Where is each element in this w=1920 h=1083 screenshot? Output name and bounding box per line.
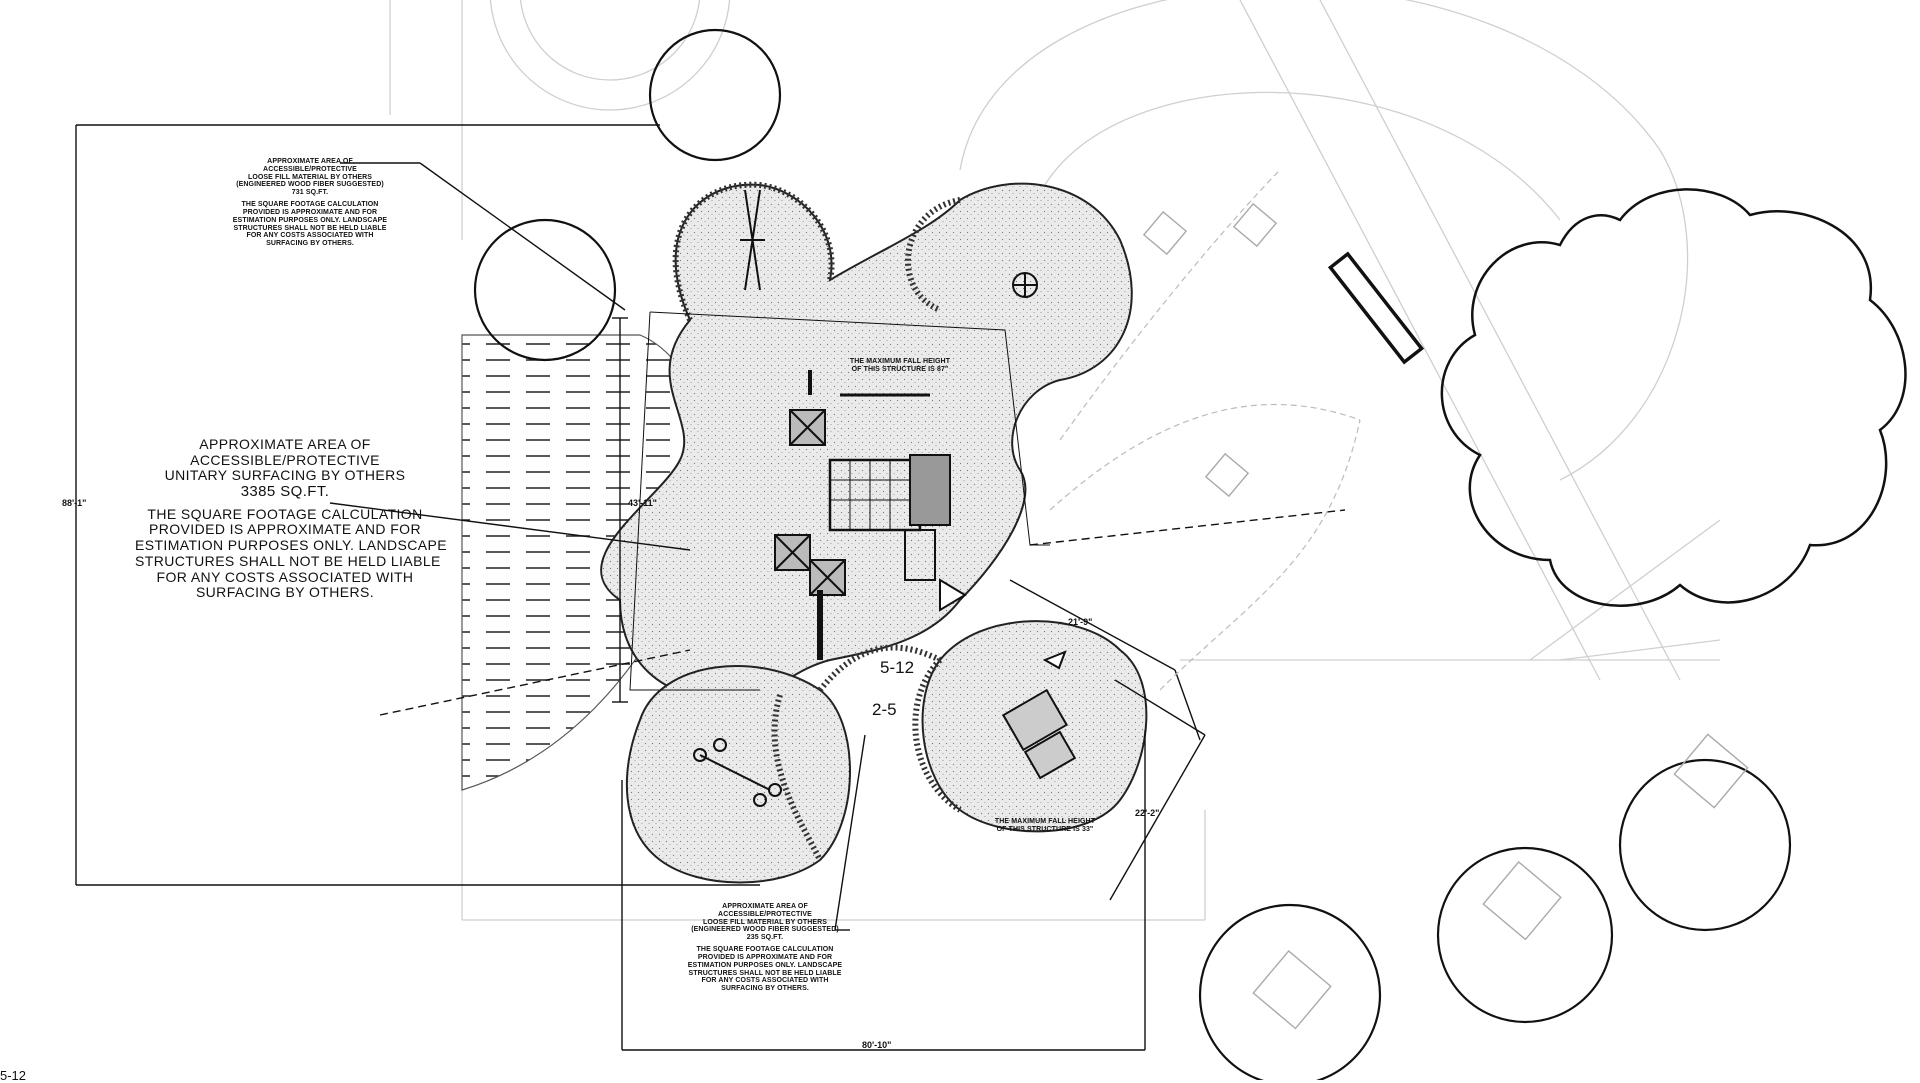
note-line: OF THIS STRUCTURE IS 87" (851, 365, 949, 373)
disclaimer-line: THE SQUARE FOOTAGE CALCULATION (241, 201, 379, 209)
disclaimer-line: ESTIMATION PURPOSES ONLY. LANDSCAPE (135, 537, 447, 554)
swing-set (740, 189, 1038, 298)
note-line: THE MAXIMUM FALL HEIGHT (849, 358, 951, 365)
note-line: ACCESSIBLE/PROTECTIVE (190, 451, 380, 468)
note-line: APPROXIMATE AREA OF (267, 158, 353, 165)
path-arcs (1049, 169, 1361, 691)
disclaimer-line: PROVIDED IS APPROXIMATE AND FOR (149, 521, 421, 538)
disclaimer-line: FOR ANY COSTS ASSOCIATED WITH (156, 568, 414, 585)
area-value: 731 SQ.FT. (291, 189, 329, 197)
disclaimer-line: THE SQUARE FOOTAGE CALCULATION (696, 946, 834, 954)
tree-squares (1142, 202, 1749, 1030)
tree-circles (473, 28, 1792, 1080)
disclaimer-line: ESTIMATION PURPOSES ONLY. LANDSCAPE (687, 961, 843, 969)
note-line: UNITARY SURFACING BY OTHERS (164, 467, 406, 484)
unitary-surfacing-note: APPROXIMATE AREA OF ACCESSIBLE/PROTECTIV… (135, 436, 447, 601)
dimension-lines (75, 124, 1346, 1051)
background-site-lines (389, 0, 1721, 921)
bench (1327, 251, 1425, 365)
fall-height-note-main: THE MAXIMUM FALL HEIGHT OF THIS STRUCTUR… (825, 358, 975, 374)
area-value: 235 SQ.FT. (746, 934, 784, 942)
age-zone-label-5-12: 5-12 (880, 658, 915, 677)
note-line: ACCESSIBLE/PROTECTIVE (263, 165, 357, 173)
spring-rider (693, 738, 782, 807)
safety-surfacing-zones (600, 182, 1148, 884)
dimension-overall-width: 80'-10" (862, 1040, 892, 1050)
loose-fill-note-top: APPROXIMATE AREA OF ACCESSIBLE/PROTECTIV… (205, 158, 415, 248)
note-line: LOOSE FILL MATERIAL BY OTHERS (702, 918, 828, 926)
disclaimer-line: STRUCTURES SHALL NOT BE HELD LIABLE (688, 969, 842, 977)
footer-label: 5-12 (0, 1068, 27, 1083)
age-zone-label-2-5: 2-5 (872, 700, 897, 719)
disclaimer-line: FOR ANY COSTS ASSOCIATED WITH (246, 232, 374, 240)
dimension-small-width: 21'-9" (1068, 617, 1093, 627)
play-structure-main (774, 370, 967, 660)
fall-height-note-small: THE MAXIMUM FALL HEIGHT OF THIS STRUCTUR… (970, 818, 1120, 834)
note-line: LOOSE FILL MATERIAL BY OTHERS (247, 173, 373, 181)
disclaimer-line: SURFACING BY OTHERS. (195, 584, 375, 601)
note-line: THE MAXIMUM FALL HEIGHT (994, 818, 1096, 825)
disclaimer-line: FOR ANY COSTS ASSOCIATED WITH (701, 977, 829, 985)
note-line: ACCESSIBLE/PROTECTIVE (718, 910, 812, 918)
note-line: (ENGINEERED WOOD FIBER SUGGESTED) (691, 926, 839, 934)
disclaimer-line: STRUCTURES SHALL NOT BE HELD LIABLE (233, 224, 387, 232)
note-line: APPROXIMATE AREA OF (199, 436, 371, 452)
note-line: (ENGINEERED WOOD FIBER SUGGESTED) (236, 181, 384, 189)
dimension-inner-height: 43'-11" (628, 498, 657, 508)
play-structure-small (1001, 650, 1077, 780)
planting-bed (1440, 188, 1907, 607)
disclaimer-line: STRUCTURES SHALL NOT BE HELD LIABLE (135, 552, 441, 569)
disclaimer-line: SURFACING BY OTHERS. (266, 240, 354, 248)
disclaimer-line: PROVIDED IS APPROXIMATE AND FOR (242, 208, 378, 216)
zone-borders (672, 181, 962, 862)
dimension-small-height: 22'-2" (1135, 808, 1160, 818)
note-line: OF THIS STRUCTURE IS 33" (996, 825, 1094, 833)
area-value: 3385 SQ.FT. (240, 483, 330, 501)
disclaimer-line: THE SQUARE FOOTAGE CALCULATION (147, 505, 423, 522)
disclaimer-line: SURFACING BY OTHERS. (721, 985, 809, 993)
loose-fill-note-bottom: APPROXIMATE AREA OF ACCESSIBLE/PROTECTIV… (660, 903, 870, 993)
disclaimer-line: ESTIMATION PURPOSES ONLY. LANDSCAPE (232, 216, 388, 224)
note-line: APPROXIMATE AREA OF (722, 903, 808, 910)
dimension-overall-height: 88'-1" (62, 498, 87, 508)
disclaimer-line: PROVIDED IS APPROXIMATE AND FOR (697, 953, 833, 961)
